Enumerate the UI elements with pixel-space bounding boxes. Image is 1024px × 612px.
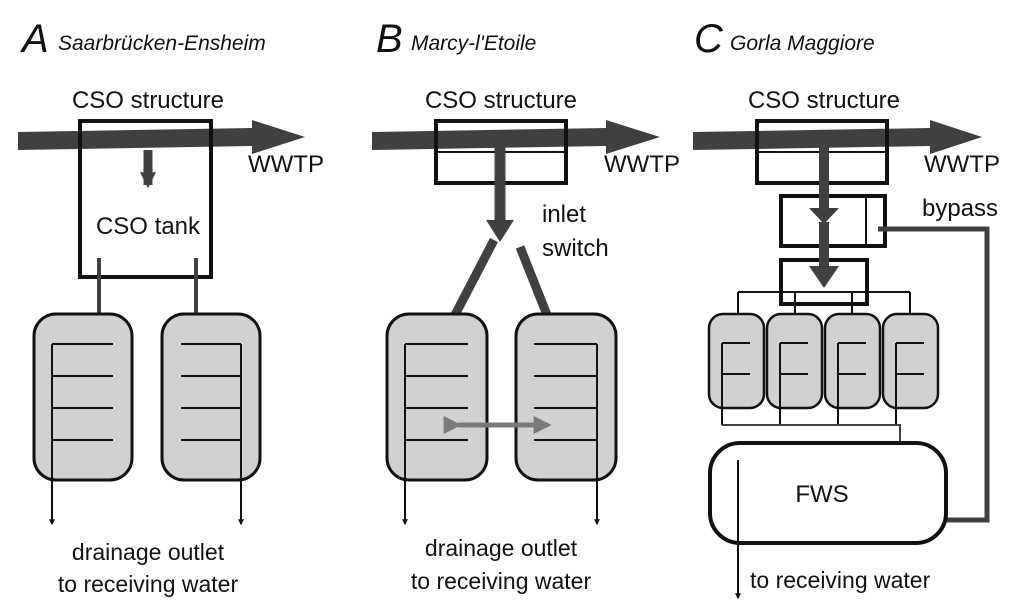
panel-c-letter: C [694, 17, 724, 61]
panel-c-filter-bed-1 [707, 312, 766, 410]
panel-c-filter-bed-3 [823, 312, 882, 410]
panel-c-flow-arrowhead-1 [809, 208, 839, 224]
panel-a-letter: A [20, 17, 49, 61]
panel-a-outlet-line1: drainage outlet [72, 539, 225, 565]
panel-c-fws-label: FWS [795, 481, 848, 508]
panel-c-site: Gorla Maggiore [730, 32, 875, 55]
panel-a-cso-structure-label: CSO structure [72, 87, 224, 114]
panel-a-filter-bed-1 [32, 312, 134, 482]
panel-c-main-pipe-arrow [693, 120, 982, 154]
panel-c-sedimentation-box [779, 194, 887, 248]
panel-b-cso-structure-label: CSO structure [425, 87, 577, 114]
panel-c-filter-bed-4 [881, 312, 940, 410]
panel-a-main-pipe-arrow [18, 120, 305, 154]
panel-a-site: Saarbrücken-Ensheim [58, 32, 266, 55]
panel-c-filter-bed-layers [721, 342, 924, 425]
panel-c: C Gorla Maggiore CSO structure WWTP bypa… [693, 17, 1000, 600]
panel-a-filter-bed-2 [160, 312, 262, 482]
panel-a: A Saarbrücken-Ensheim CSO structure WWTP… [18, 17, 324, 597]
panel-b-main-pipe-arrow [372, 120, 660, 154]
panel-c-fws-wetland [708, 441, 948, 545]
panel-c-wwtp-label: WWTP [924, 151, 1000, 178]
panel-b-switch-line2: switch [542, 235, 609, 262]
panel-b-outlet-line2: to receiving water [411, 568, 592, 594]
panel-c-cso-structure-label: CSO structure [748, 87, 900, 114]
panel-b-switch-node [486, 220, 514, 242]
panel-b-switch-line1: inlet [542, 201, 586, 228]
panel-b: B Marcy-l'Etoile CSO structure WWTP inle… [372, 17, 680, 594]
panel-b-outlet-line1: drainage outlet [425, 535, 578, 561]
panel-a-cso-tank-box [78, 119, 213, 279]
panel-b-letter: B [376, 17, 403, 61]
panel-a-outlet-line2: to receiving water [58, 571, 239, 597]
panel-a-wwtp-label: WWTP [248, 151, 324, 178]
panel-b-filter-bed-2 [514, 312, 618, 482]
panel-c-filter-bed-2 [765, 312, 824, 410]
panel-c-flow-arrowhead-2 [809, 266, 839, 288]
panel-b-wwtp-label: WWTP [604, 151, 680, 178]
panel-b-filter-bed-1 [385, 312, 489, 482]
panel-b-site: Marcy-l'Etoile [411, 32, 536, 55]
panel-c-outlet-label: to receiving water [750, 567, 931, 593]
panel-a-cso-tank-label: CSO tank [96, 213, 201, 240]
panel-c-bypass-label: bypass [922, 195, 998, 222]
